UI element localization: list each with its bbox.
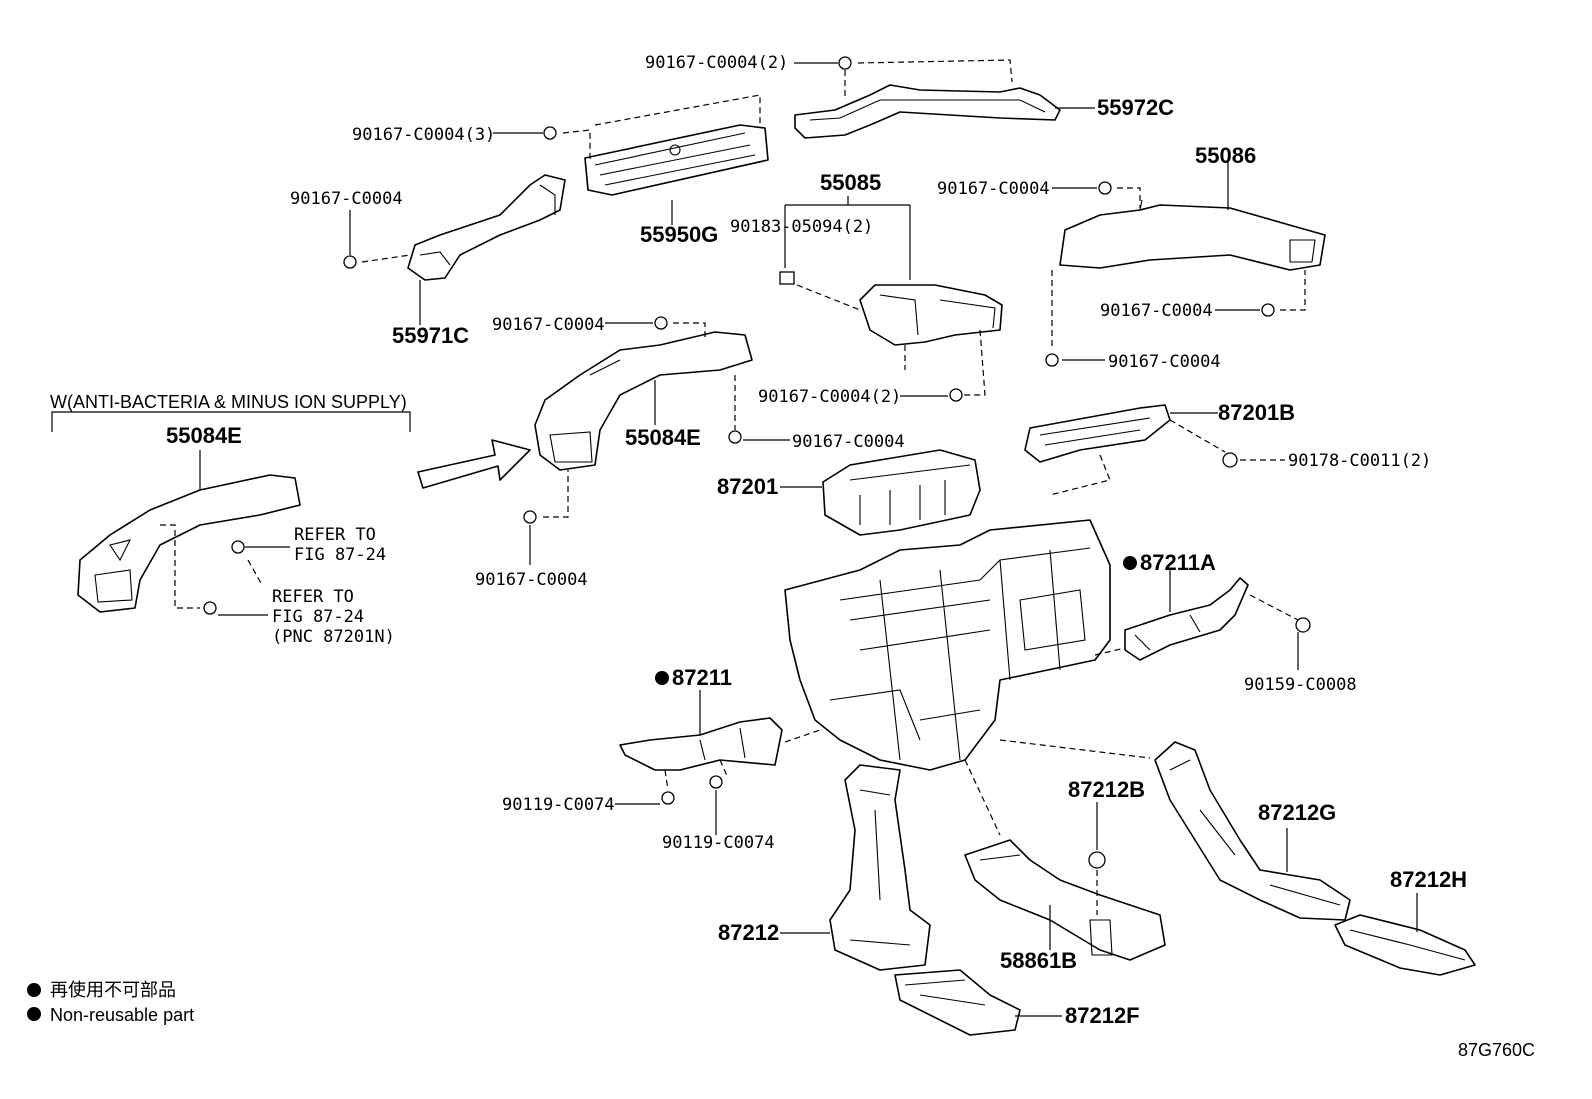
label-f-971: 90167-C0004 [290, 189, 403, 209]
label-f-084top: 90167-C0004 [492, 315, 605, 335]
label-87212H: 87212H [1390, 867, 1467, 892]
part-hvac-unit [784, 519, 1111, 771]
label-87201: 87201 [717, 474, 778, 499]
label-f-094: 90183-05094(2) [730, 217, 873, 237]
label-55971C: 55971C [392, 323, 469, 348]
fastener-90167-top [838, 56, 852, 70]
label-f-top: 90167-C0004(2) [645, 53, 788, 73]
label-87212G: 87212G [1258, 800, 1336, 825]
fastener-90159 [1295, 617, 1311, 633]
refer-a-line1: REFER TO [294, 525, 376, 545]
variant-bracket [51, 411, 411, 432]
part-87212G[interactable] [1154, 741, 1351, 921]
label-f-0008: 90159-C0008 [1244, 675, 1357, 695]
fastener-90167-084r [728, 430, 742, 444]
fastener-90167-085b [949, 388, 963, 402]
label-55972C: 55972C [1097, 95, 1174, 120]
part-55085[interactable] [859, 284, 1003, 346]
fastener-90167-086b [1261, 303, 1275, 317]
part-55084E-main[interactable] [534, 331, 753, 471]
nonreusable-dot-87211A [1123, 556, 1137, 570]
clip-87212B [1088, 851, 1106, 869]
legend-jp: 再使用不可部品 [50, 980, 176, 1000]
part-87212F[interactable] [894, 969, 1021, 1036]
label-f-086a: 90167-C0004 [937, 179, 1050, 199]
nonreusable-dot-87211 [655, 671, 669, 685]
label-f-086c: 90167-C0004 [1108, 352, 1221, 372]
label-55085: 55085 [820, 170, 881, 195]
fastener-90167-971 [343, 255, 357, 269]
part-87201[interactable] [822, 449, 981, 536]
label-55084E-main: 55084E [625, 425, 701, 450]
part-87201B[interactable] [1024, 404, 1171, 463]
label-55084E-variant: 55084E [166, 423, 242, 448]
label-87212: 87212 [718, 920, 779, 945]
diagram-code: 87G760C [1458, 1040, 1535, 1060]
part-55950G[interactable] [584, 124, 769, 196]
part-87212H[interactable] [1334, 914, 1476, 976]
arrow-pointer [417, 439, 531, 489]
refer-b-line1: REFER TO [272, 587, 354, 607]
part-58861B[interactable] [964, 839, 1166, 961]
refer-b-line2: FIG 87-24 [272, 607, 364, 627]
label-58861B: 58861B [1000, 948, 1077, 973]
label-f-084bot: 90167-C0004 [475, 570, 588, 590]
label-87212B: 87212B [1068, 777, 1145, 802]
label-f-0074a: 90119-C0074 [502, 795, 615, 815]
fastener-90167-3 [543, 126, 557, 140]
label-87201B: 87201B [1218, 400, 1295, 425]
part-55972C[interactable] [794, 84, 1061, 139]
fastener-90178 [1222, 452, 1238, 468]
fastener-90167-084bot [523, 510, 537, 524]
label-f-0074b: 90119-C0074 [662, 833, 775, 853]
variant-header: W(ANTI-BACTERIA & MINUS ION SUPPLY) [50, 392, 407, 412]
screw-refer-a [231, 540, 245, 554]
fastener-90119-a [661, 791, 675, 805]
refer-b-line3: (PNC 87201N) [272, 627, 395, 647]
legend-dot-jp [27, 983, 41, 997]
label-87212F: 87212F [1065, 1003, 1140, 1028]
screw-refer-b [203, 601, 217, 615]
fastener-90167-086c [1045, 353, 1059, 367]
part-55971C[interactable] [407, 174, 566, 281]
label-87211A: 87211A [1140, 550, 1216, 575]
label-f-085b: 90167-C0004(2) [758, 387, 901, 407]
label-55086: 55086 [1195, 143, 1256, 168]
label-55950G: 55950G [640, 222, 718, 247]
fastener-90119-b [709, 775, 723, 789]
part-55084E-variant[interactable] [77, 474, 301, 613]
label-87211: 87211 [672, 665, 732, 690]
part-87211[interactable] [619, 717, 783, 771]
label-f-3: 90167-C0004(3) [352, 125, 495, 145]
label-f-086b: 90167-C0004 [1100, 301, 1213, 321]
part-87212[interactable] [829, 764, 931, 971]
part-87211A[interactable] [1124, 577, 1249, 661]
fastener-90167-084top [654, 316, 668, 330]
refer-a-line2: FIG 87-24 [294, 545, 386, 565]
label-f-084r: 90167-C0004 [792, 432, 905, 452]
fastener-90167-086a [1098, 181, 1112, 195]
part-55086[interactable] [1059, 199, 1326, 271]
legend-dot-en [27, 1007, 41, 1021]
legend-en: Non-reusable part [50, 1005, 194, 1025]
label-f-0011: 90178-C0011(2) [1288, 451, 1431, 471]
clip-90183 [779, 271, 795, 285]
